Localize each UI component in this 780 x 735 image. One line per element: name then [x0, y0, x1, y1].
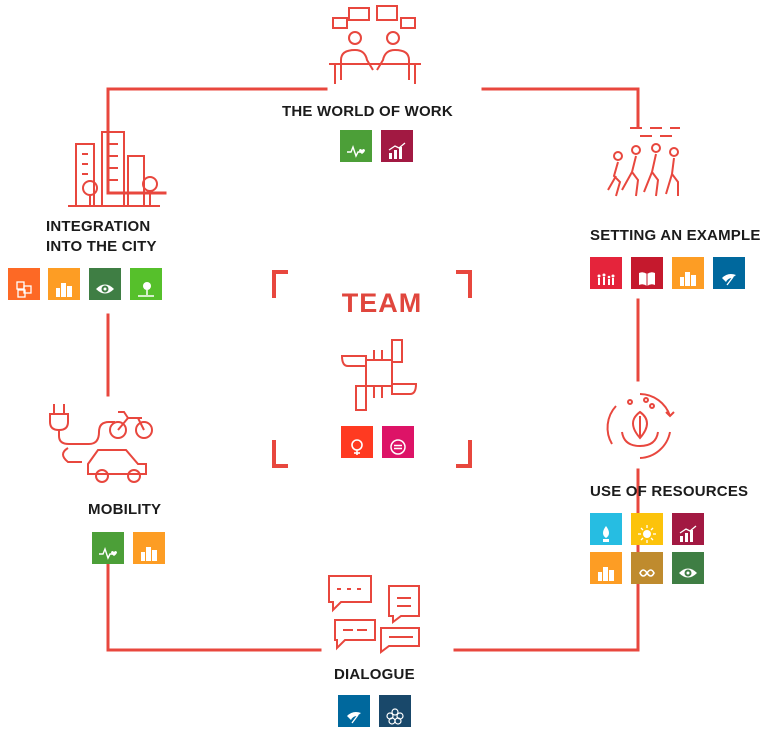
- joined-hands-icon: [340, 339, 418, 411]
- plug-bike-car-icon: [49, 404, 153, 483]
- label-integration: INTEGRATION INTO THE CITY: [46, 218, 157, 255]
- sdg-tile-7: [631, 513, 663, 545]
- sdg-tile-4: [631, 257, 663, 289]
- sdg-tile-17: [379, 695, 411, 727]
- sdg-tile-13-resources: [672, 552, 704, 584]
- sdg-tile-3-mobility: [92, 532, 124, 564]
- sdg-tile-15: [130, 268, 162, 300]
- center-brackets: [272, 270, 472, 468]
- bracket-top-left: [272, 270, 288, 298]
- chat-bubbles-icon: [328, 575, 420, 654]
- sdg-tile-3: [340, 130, 372, 162]
- label-mobility: MOBILITY: [88, 501, 162, 518]
- sdg-tile-16: [713, 257, 745, 289]
- label-dialogue: DIALOGUE: [334, 666, 415, 683]
- sdg-tile-11-resources: [590, 552, 622, 584]
- bracket-bottom-left: [272, 440, 288, 468]
- sdg-tile-5: [341, 426, 373, 458]
- sdg-tile-11: [48, 268, 80, 300]
- sdg-tile-1: [590, 257, 622, 289]
- city-icon: [68, 131, 160, 207]
- label-setting-example: SETTING AN EXAMPLE: [590, 227, 761, 244]
- sdg-tile-6: [590, 513, 622, 545]
- sdg-tile-9: [8, 268, 40, 300]
- sdg-tile-10: [382, 426, 414, 458]
- sdg-tile-8-resources: [672, 513, 704, 545]
- walking-people-icon: [607, 127, 680, 197]
- line-top-right: [481, 87, 640, 128]
- bracket-top-right: [456, 270, 472, 298]
- leaf-hands-cycle-icon: [606, 393, 675, 459]
- meeting-icon: [329, 5, 421, 84]
- sdg-tile-11-example: [672, 257, 704, 289]
- bracket-bottom-right: [456, 440, 472, 468]
- sdg-tile-11-mobility: [133, 532, 165, 564]
- line-bottom-left: [106, 563, 322, 652]
- center-title: TEAM: [341, 288, 423, 318]
- line-top-left: [106, 87, 328, 195]
- label-use-of-resources: USE OF RESOURCES: [590, 483, 749, 500]
- sdg-tile-12: [631, 552, 663, 584]
- sdg-tile-13: [89, 268, 121, 300]
- label-world-of-work: THE WORLD OF WORK: [282, 103, 453, 120]
- sdg-tile-8: [381, 130, 413, 162]
- sdg-tile-16-dialogue: [338, 695, 370, 727]
